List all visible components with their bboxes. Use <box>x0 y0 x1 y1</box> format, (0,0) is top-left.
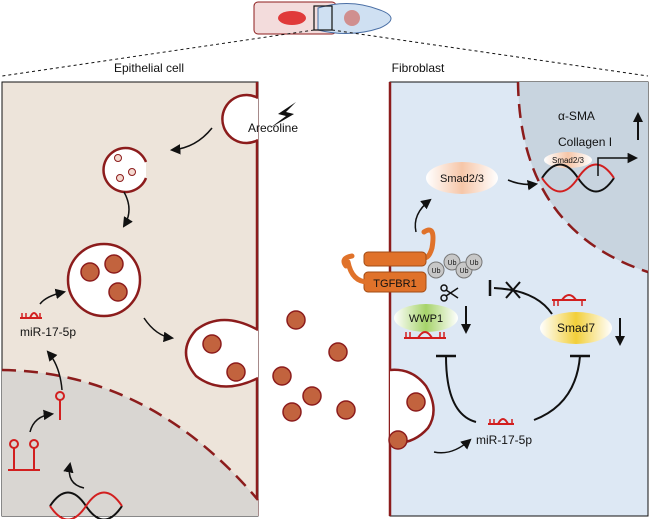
fibroblast-title: Fibroblast <box>392 61 445 75</box>
down-arrow-icon <box>615 318 625 346</box>
exosome <box>336 400 356 420</box>
exosome <box>226 362 246 382</box>
down-arrow-icon <box>461 306 471 334</box>
pri-mirna-hairpins <box>8 439 40 471</box>
zoom-line-right <box>331 29 649 77</box>
exosome <box>202 334 222 354</box>
endocytic-pit <box>221 93 259 145</box>
left-mirna-label: miR-17-5p <box>20 325 76 339</box>
dna-helix-icon <box>49 491 123 519</box>
exosome <box>328 342 348 362</box>
hairpin-rna-icon <box>404 331 446 339</box>
fibroblast-nucleus <box>518 82 648 272</box>
hairpin-rna-icon <box>552 294 586 306</box>
scissors-icon <box>440 284 459 302</box>
transcription-arrow <box>597 152 639 176</box>
exosome <box>406 392 426 412</box>
right-mirna-label: miR-17-5p <box>476 433 532 447</box>
lightning-icon <box>270 102 296 128</box>
multivesicular-body <box>66 242 142 318</box>
smad23-small-protein <box>544 152 592 168</box>
pre-mirna-hairpin <box>55 391 65 420</box>
ubiquitin-chain <box>427 253 483 279</box>
smad7-label: Smad7 <box>557 321 595 335</box>
alpha-sma-label: α-SMA <box>558 109 595 123</box>
early-endosome <box>102 146 148 194</box>
smad23-protein <box>426 162 498 194</box>
arecoline-label: Arecoline <box>248 121 298 135</box>
wwp1-label: WWP1 <box>409 313 443 325</box>
tgfbr1-receptor <box>341 227 436 293</box>
ubiquitin-label: Ub <box>470 260 479 267</box>
collagen-label: Collagen I <box>558 135 612 149</box>
smad23-label: Smad2/3 <box>440 173 484 185</box>
up-arrow-icon <box>633 112 643 140</box>
zoom-line-left <box>1 29 315 77</box>
exosome <box>388 430 408 450</box>
dna-helix-icon <box>541 163 615 193</box>
ubiquitin-label: Ub <box>432 268 441 275</box>
smad23-small-label: Smad2/3 <box>552 156 585 165</box>
tgfbr1-label: TGFBR1 <box>373 278 416 290</box>
exosome <box>286 310 306 330</box>
ubiquitin-label: Ub <box>448 260 457 267</box>
wwp1-protein <box>394 304 458 332</box>
ubiquitin-label: Ub <box>460 268 469 275</box>
exosome <box>302 386 322 406</box>
exocytosis-pocket <box>184 318 259 388</box>
hairpin-rna-icon <box>488 418 514 425</box>
cell-thumbnail-group <box>253 1 392 35</box>
epithelial-nucleus <box>2 370 258 516</box>
smad7-protein <box>540 312 612 344</box>
exosome <box>282 402 302 422</box>
hairpin-rna-icon <box>20 312 42 319</box>
epithelial-cell-title: Epithelial cell <box>114 61 184 75</box>
exosome <box>272 366 292 386</box>
